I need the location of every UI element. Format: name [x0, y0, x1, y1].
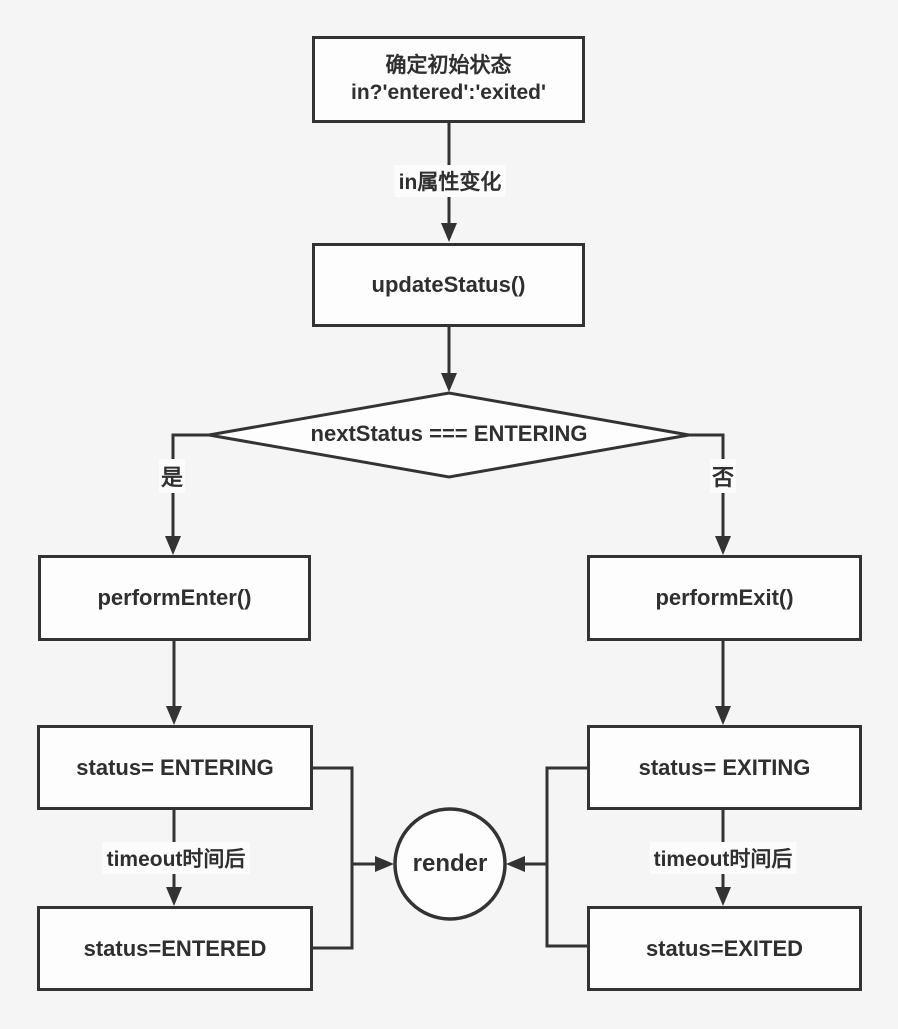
node-perform-exit: performExit(): [587, 555, 862, 641]
edge-right-bracket: [545, 766, 587, 948]
edge-label-in-prop-change: in属性变化: [394, 165, 506, 197]
status-exited-label: status=EXITED: [645, 935, 804, 961]
arrowhead-right-icon: [375, 856, 394, 872]
decision-label: nextStatus === ENTERING: [310, 421, 588, 446]
status-exiting-label: status= EXITING: [638, 754, 811, 780]
arrowhead-down-icon: [441, 223, 457, 242]
edge-label-no: 否: [709, 459, 737, 493]
edge-label-yes: 是: [158, 459, 186, 493]
arrowhead-down-icon: [166, 706, 182, 725]
status-entered-label: status=ENTERED: [83, 935, 267, 961]
update-status-label: updateStatus(): [371, 272, 526, 298]
perform-exit-label: performExit(): [655, 585, 794, 611]
render-label: render: [412, 850, 488, 877]
node-status-entered: status=ENTERED: [37, 906, 313, 991]
render-circle-shape: [393, 807, 507, 921]
edge-yes-branch: [171, 433, 209, 537]
arrowhead-down-icon: [715, 887, 731, 906]
edge-left-bracket: [313, 766, 354, 950]
node-update-status: updateStatus(): [312, 243, 585, 327]
arrowhead-down-icon: [165, 536, 181, 555]
arrowhead-down-icon: [715, 706, 731, 725]
node-status-exiting: status= EXITING: [587, 725, 862, 810]
arrowhead-down-icon: [715, 536, 731, 555]
node-perform-enter: performEnter(): [38, 555, 311, 641]
initial-state-line2: in?'entered':'exited': [350, 80, 546, 104]
edge-label-timeout-right: timeout时间后: [649, 842, 797, 874]
node-status-entering: status= ENTERING: [37, 725, 313, 810]
arrowhead-down-icon: [166, 887, 182, 906]
edge-label-timeout-left: timeout时间后: [102, 842, 250, 874]
node-status-exited: status=EXITED: [587, 906, 862, 991]
node-initial-state: 确定初始状态 in?'entered':'exited': [312, 36, 585, 123]
arrowhead-left-icon: [506, 856, 525, 872]
edge-no-branch: [689, 433, 725, 537]
status-entering-label: status= ENTERING: [76, 754, 274, 780]
arrowhead-down-icon: [441, 373, 457, 392]
initial-state-line1: 确定初始状态: [385, 54, 512, 78]
perform-enter-label: performEnter(): [97, 585, 252, 611]
